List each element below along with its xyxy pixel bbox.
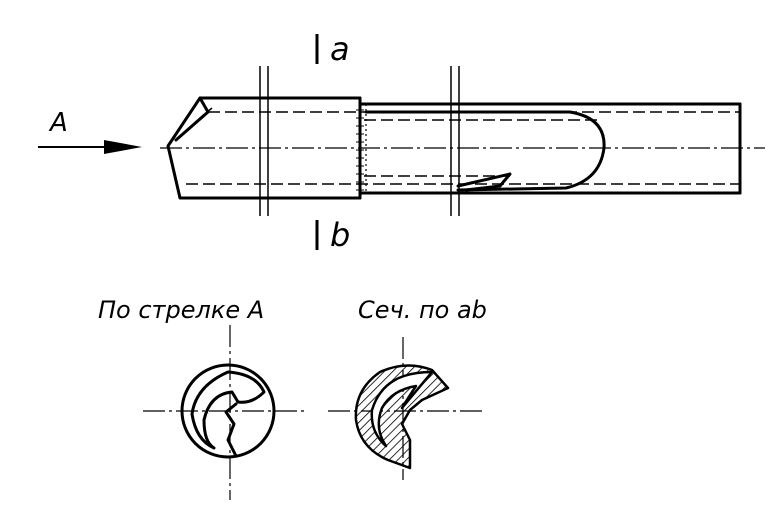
flute-outline (364, 110, 606, 192)
section-label-bottom: b (330, 216, 350, 254)
section-plane-ab (259, 34, 319, 250)
view-a-end-view (143, 325, 305, 500)
drill-outline (166, 96, 742, 200)
reference-plane-right (450, 66, 460, 216)
view-arrow (38, 140, 142, 154)
view-caption: По стрелке А (98, 296, 264, 324)
section-caption: Сеч. по аb (358, 296, 487, 324)
section-ab-view (328, 337, 482, 480)
section-label-top: a (330, 30, 350, 68)
arrow-label: A (48, 108, 68, 138)
